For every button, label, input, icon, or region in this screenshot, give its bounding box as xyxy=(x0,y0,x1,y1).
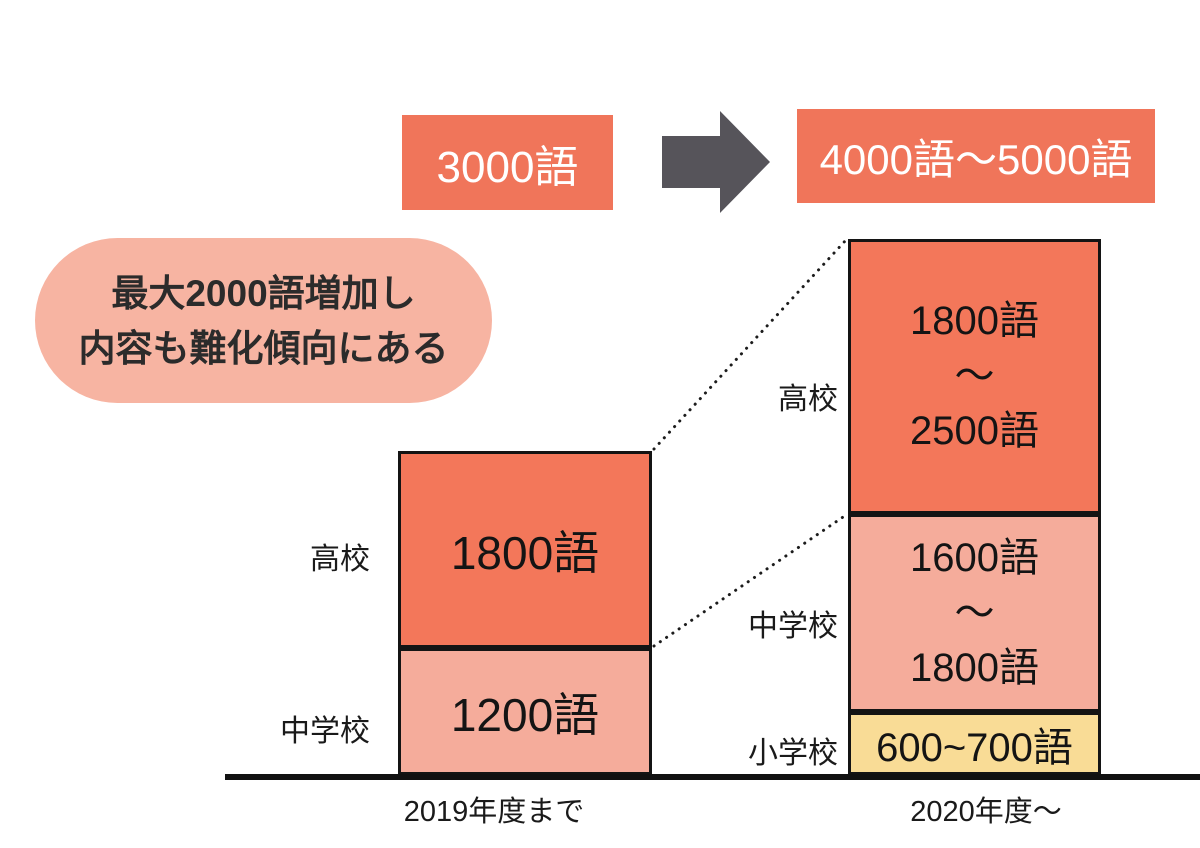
axis-label-2019: 2019年度まで xyxy=(403,796,585,828)
bar-2020-elementary-segment: 600~700語 xyxy=(848,712,1101,775)
bar-2020-highschool-segment: 1800語 〜 2500語 xyxy=(848,239,1101,514)
bar-2019-highschool-segment: 1800語 xyxy=(398,451,652,648)
after-total-box: 4000語〜5000語 xyxy=(797,109,1155,203)
bar-2020-highschool-value-top: 1800語 xyxy=(910,299,1039,343)
label-2019-juniorhigh: 中学校 xyxy=(280,715,370,748)
x-axis-line xyxy=(225,774,1200,780)
label-2019-highschool: 高校 xyxy=(310,543,370,576)
axis-label-2020: 2020年度〜 xyxy=(910,796,1062,828)
bar-2020-juniorhigh-value-top: 1600語 xyxy=(910,535,1039,580)
callout-line-1: 最大2000語増加し xyxy=(111,272,416,314)
bar-2020-elementary-value: 600~700語 xyxy=(876,725,1073,770)
before-total-label: 3000語 xyxy=(436,142,579,192)
bar-2019-juniorhigh-segment: 1200語 xyxy=(398,648,652,775)
bar-2020-juniorhigh-value-bottom: 1800語 xyxy=(910,645,1039,690)
bar-2019-highschool-value: 1800語 xyxy=(450,526,600,579)
callout-line-2: 内容も難化傾向にある xyxy=(78,327,449,369)
increase-callout-bubble: 最大2000語増加し 内容も難化傾向にある xyxy=(35,238,492,403)
before-total-box: 3000語 xyxy=(402,115,613,210)
label-2020-juniorhigh: 中学校 xyxy=(748,610,838,643)
bar-2020-juniorhigh-value-tilde: 〜 xyxy=(954,590,995,635)
bar-2019-juniorhigh-value: 1200語 xyxy=(450,688,600,741)
after-total-label: 4000語〜5000語 xyxy=(819,135,1133,183)
label-2020-elementary: 小学校 xyxy=(748,737,838,770)
bar-2020-juniorhigh-segment: 1600語 〜 1800語 xyxy=(848,514,1101,712)
bar-2020-highschool-value-tilde: 〜 xyxy=(954,354,995,398)
bar-2020-highschool-value-bottom: 2500語 xyxy=(910,409,1039,453)
label-2020-highschool: 高校 xyxy=(778,383,838,416)
